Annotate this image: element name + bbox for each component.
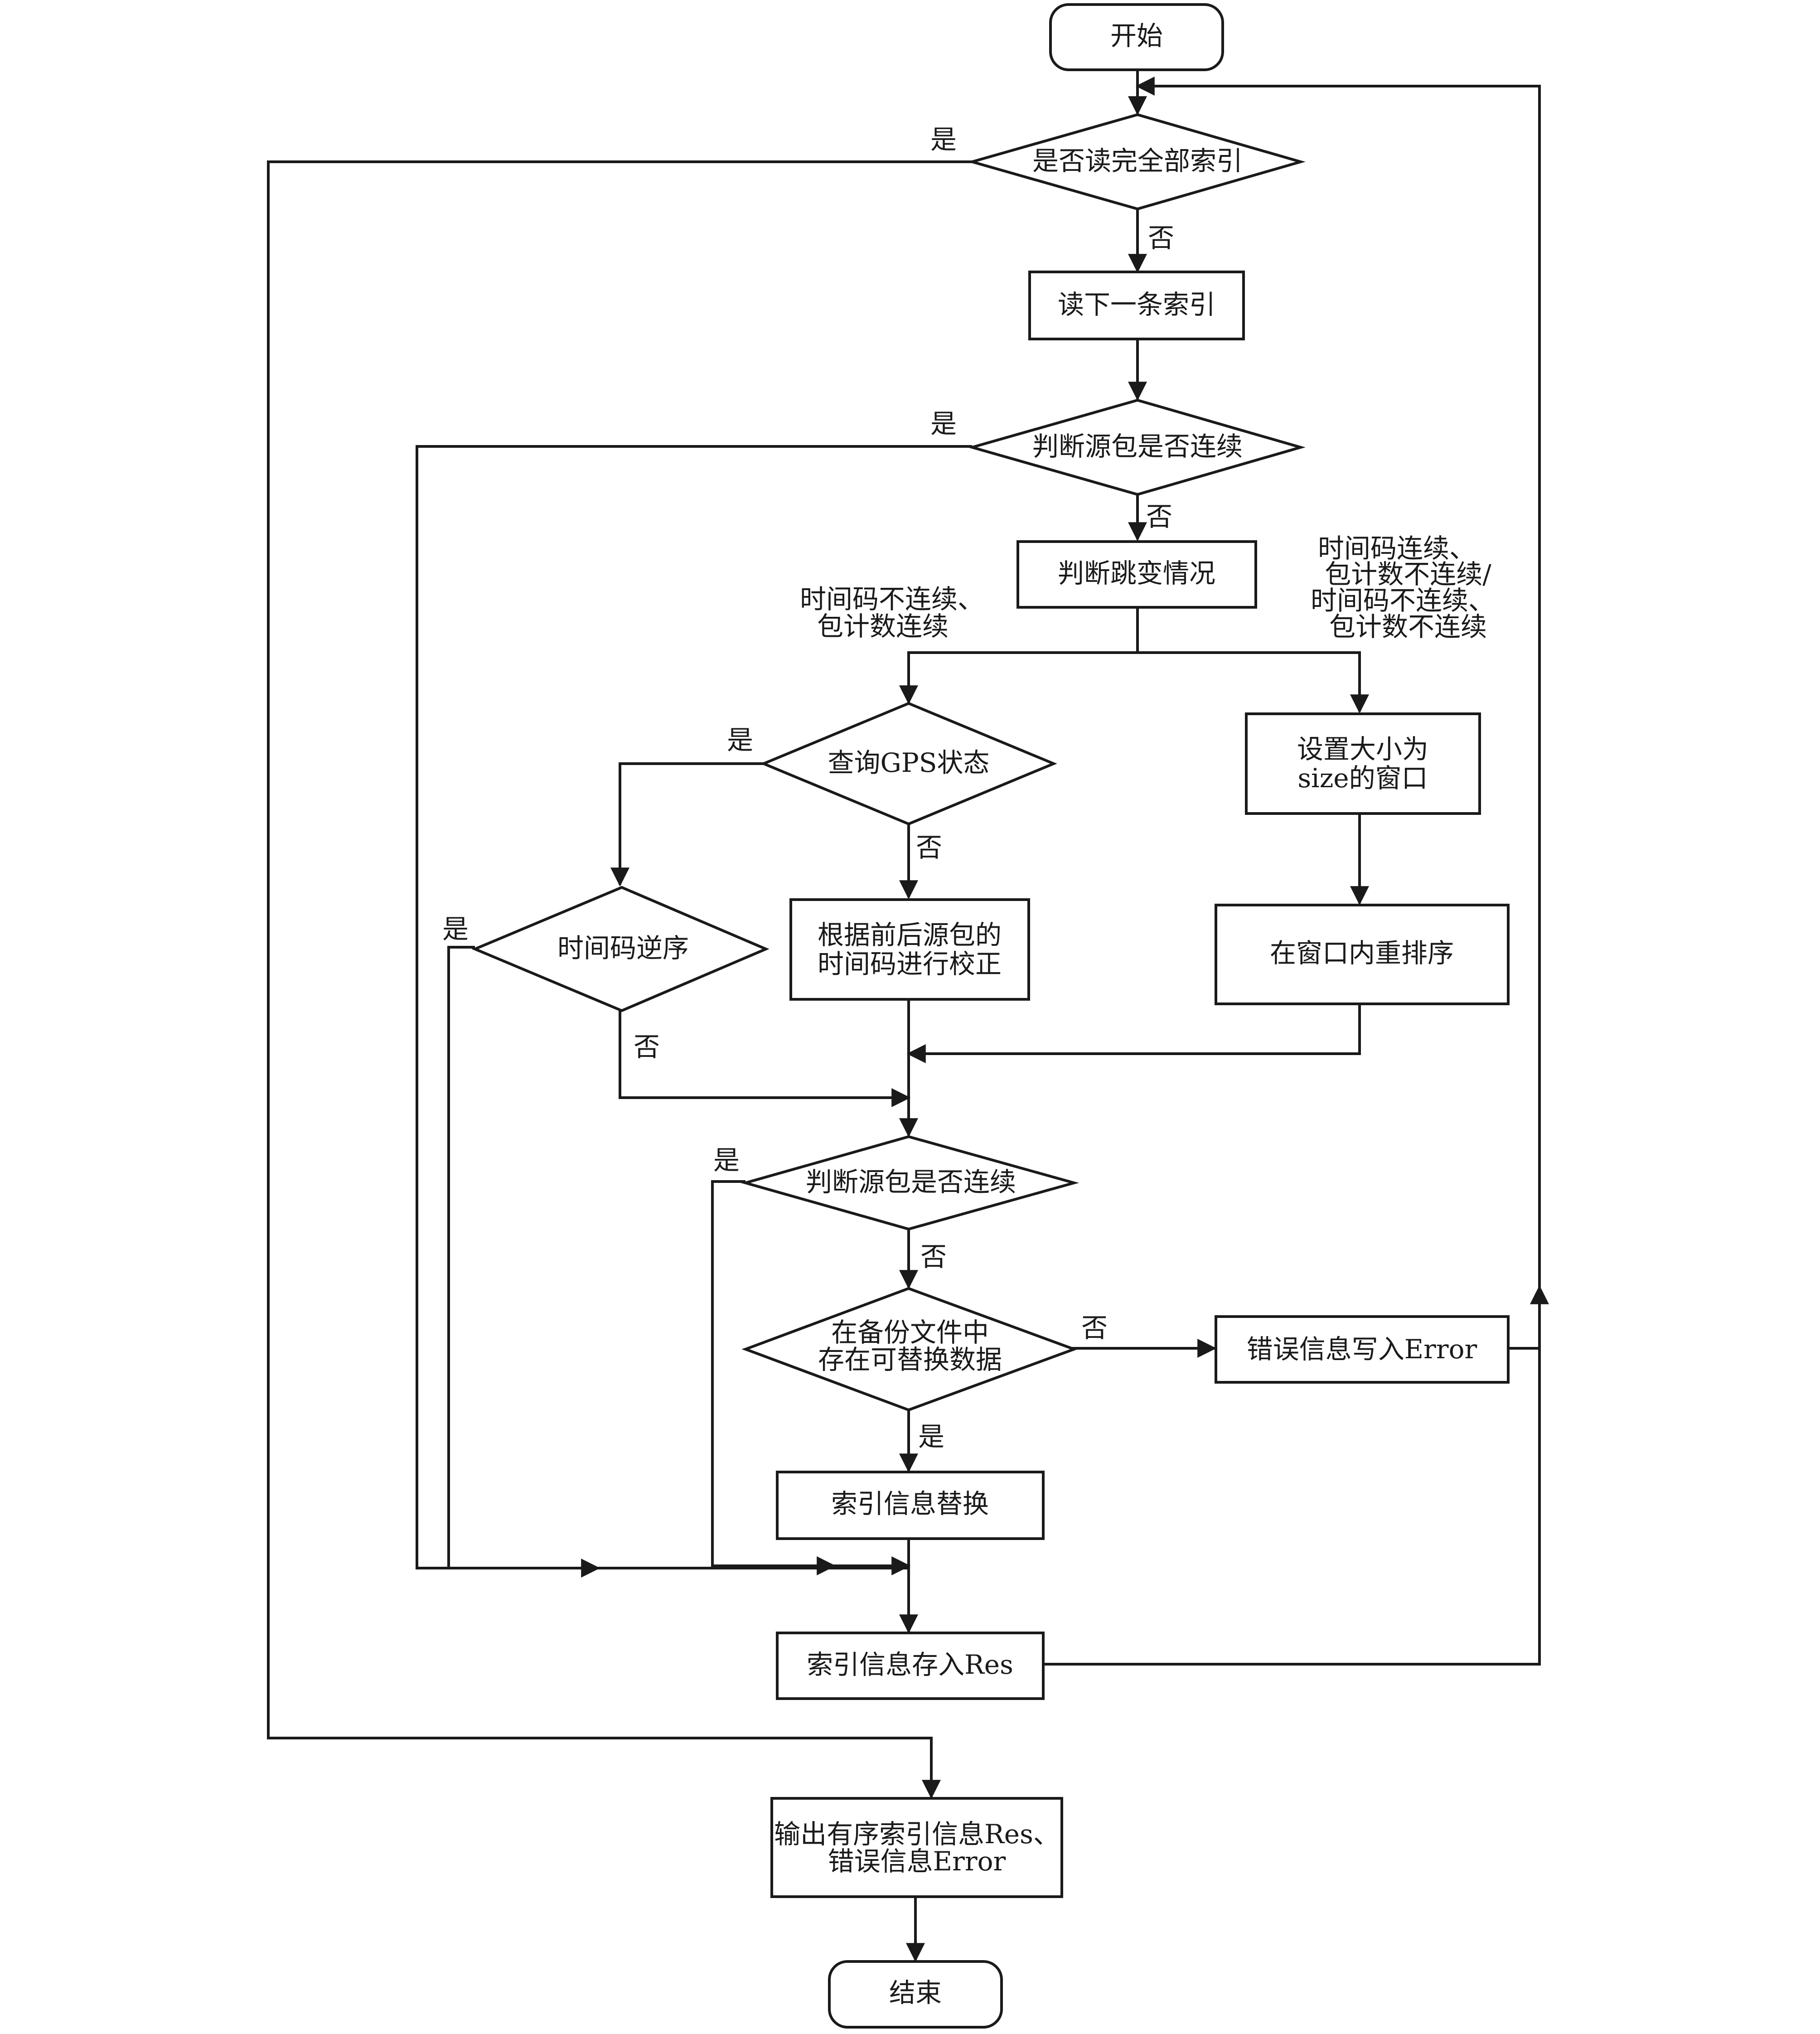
case-right-line-1: 时间码连续、 <box>1318 533 1476 564</box>
judge-jump-box <box>1016 540 1257 609</box>
judge-continuity-1-decision <box>967 398 1306 496</box>
judge-continuity-1-no-label: 否 <box>1146 501 1172 532</box>
edge-reverse-yes <box>447 946 475 1568</box>
case-right-line-3: 时间码不连续、 <box>1311 585 1495 616</box>
timecode-reverse-decision <box>471 886 770 1012</box>
case-right-line-4: 包计数不连续 <box>1329 611 1487 642</box>
case-left-line-1: 时间码不连续、 <box>800 584 984 615</box>
correct-label-1: 根据前后源包的 <box>818 920 1002 950</box>
store-label: 索引信息存入Res <box>807 1649 1013 1680</box>
error-box <box>1215 1315 1510 1384</box>
judge-continuity-2-decision <box>740 1135 1079 1231</box>
replace-label: 索引信息替换 <box>831 1488 989 1519</box>
start-label: 开始 <box>1110 20 1163 51</box>
judge-continuity-2-no-label: 否 <box>920 1241 947 1272</box>
edge-reorder-merge <box>906 1004 1361 1063</box>
output-label-1: 输出有序索引信息Res、 <box>774 1819 1060 1850</box>
timecode-reverse-label: 时间码逆序 <box>557 933 689 964</box>
read-all-label: 是否读完全部索引 <box>1032 145 1243 176</box>
judge-continuity-1-label: 判断源包是否连续 <box>1032 431 1243 462</box>
judge-continuity-2-yes-label: 是 <box>713 1145 740 1176</box>
case-left-line-2: 包计数连续 <box>817 611 949 642</box>
read-all-decision <box>967 113 1306 211</box>
gps-yes-label: 是 <box>727 725 753 755</box>
output-box <box>770 1797 1063 1898</box>
case-right-line-2: 包计数不连续/ <box>1325 559 1491 590</box>
output-label-2: 错误信息Error <box>828 1846 1006 1877</box>
correct-label-2: 时间码进行校正 <box>818 949 1002 979</box>
judge-jump-label: 判断跳变情况 <box>1058 558 1215 589</box>
backup-decision <box>741 1287 1078 1412</box>
judge-continuity-2-label: 判断源包是否连续 <box>806 1167 1016 1197</box>
reorder-label: 在窗口内重排序 <box>1270 938 1454 969</box>
error-label: 错误信息写入Error <box>1247 1334 1477 1365</box>
read-all-yes-label: 是 <box>930 124 957 155</box>
read-all-no-label: 否 <box>1148 223 1174 253</box>
gps-status-label: 查询GPS状态 <box>828 747 989 778</box>
connectors <box>267 70 1549 1962</box>
window-box <box>1245 712 1481 815</box>
end-label: 结束 <box>889 1977 942 2008</box>
edge-reverse-merge <box>619 1011 911 1107</box>
edge-split-gps <box>899 651 1138 705</box>
edge-store-loop <box>1006 77 1541 1666</box>
start-terminal <box>1049 3 1224 71</box>
window-label-2: size的窗口 <box>1297 763 1428 794</box>
reverse-no-label: 否 <box>634 1032 660 1062</box>
reorder-box <box>1215 904 1510 1005</box>
read-next-box <box>1028 271 1245 340</box>
backup-label-2: 存在可替换数据 <box>818 1344 1002 1375</box>
store-box <box>776 1632 1045 1700</box>
judge-continuity-1-yes-label: 是 <box>930 408 957 439</box>
replace-box <box>776 1471 1045 1540</box>
window-label-1: 设置大小为 <box>1297 734 1428 765</box>
backup-yes-label: 是 <box>918 1421 944 1452</box>
end-terminal <box>828 1960 1003 2029</box>
reverse-yes-label: 是 <box>442 914 469 944</box>
edge-judge2-yes <box>711 1180 836 1575</box>
backup-no-label: 否 <box>1081 1312 1108 1343</box>
backup-label-1: 在备份文件中 <box>831 1317 989 1348</box>
edge-error-loop <box>1507 1285 1549 1350</box>
edge-readall-yes <box>267 160 972 1799</box>
edge-gps-reverse <box>610 762 764 887</box>
edge-split-window <box>1138 651 1369 714</box>
gps-no-label: 否 <box>916 832 942 863</box>
read-next-label: 读下一条索引 <box>1058 289 1215 320</box>
correct-box <box>789 898 1030 1001</box>
edge-judge1-yes <box>416 445 972 1578</box>
gps-status-decision <box>760 702 1057 826</box>
